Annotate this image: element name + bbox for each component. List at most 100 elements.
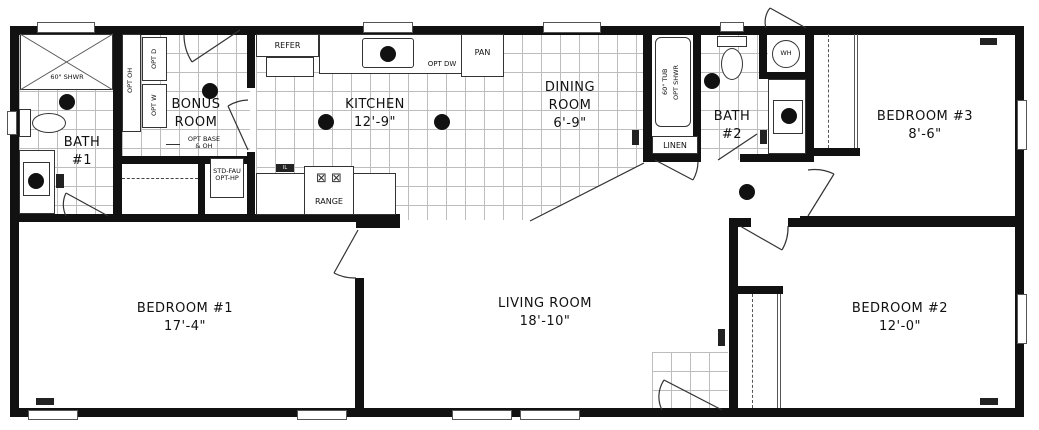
wh-label: WH [780,49,792,57]
exterior-wall-bottom [10,408,1023,417]
range [304,166,354,215]
living-switch-icon [718,329,725,346]
bonus-name: BONUS [171,97,221,112]
fau-label: STD-FAU OPT-HP [213,167,241,182]
il-label: IL [282,165,288,171]
bed1-vent-icon [36,398,54,405]
window [520,410,580,420]
refrigerator-body [266,57,314,77]
opt-base-label: OPT BASE & OH [187,135,221,150]
hall-closet-shelf [122,178,198,179]
dining-size: 6'-9" [553,116,587,131]
bath1-label: BATH #1 [60,134,104,170]
bed2-closet-rod [752,294,753,408]
window [28,410,78,420]
wall-bed3-left [805,26,814,162]
kitchen-light-icon [318,114,334,130]
wall-dining-right [643,26,652,162]
bedroom1-name: BEDROOM #1 [136,301,234,316]
wall-wh-bottom [759,72,809,79]
range-burners-icon: ⊠ ⊠ [316,171,342,186]
wall-bonus-bottom [122,156,250,164]
bath2-name: BATH [713,109,751,124]
bath2-light-icon [704,73,720,89]
sink-drain-icon [380,46,396,62]
bonus-light-icon [202,83,218,99]
bedroom3-name: BEDROOM #3 [876,109,974,124]
living-room-label: LIVING ROOM 18'-10" [480,295,610,331]
hall-light-icon [739,184,755,200]
bath2-toilet-tank [717,36,747,47]
exterior-wall-top [10,26,1023,35]
wall-wh-left [759,26,767,76]
bath2-sink-icon [781,108,797,124]
dining-suffix: ROOM [548,98,592,113]
wall-bed2-closet-top [738,286,783,294]
toilet-tank [19,109,31,137]
window [37,22,95,33]
bedroom2-label: BEDROOM #2 12'-0" [840,300,960,336]
pan-label: PAN [474,48,491,57]
bath2-label: BATH #2 [712,108,752,144]
bathtub [655,37,691,127]
bed2-vent-icon [980,398,998,405]
kitchen-name: KITCHEN [345,97,405,112]
bedroom3-size: 8'-6" [908,127,942,142]
refrigerator [256,34,319,57]
refer-label: REFER [274,41,301,50]
toilet-bowl [32,113,66,133]
range-label: RANGE [315,197,343,206]
bedroom3-label: BEDROOM #3 8'-6" [870,108,980,144]
opt-dryer [142,37,167,81]
wall-linen-bottom [643,154,699,162]
wall-bonus-right-upper [247,26,255,88]
window [1017,100,1027,150]
bed3-closet-rod [828,34,829,148]
dining-label: DINING ROOM 6'-9" [530,79,610,133]
window [452,410,512,420]
water-heater [772,40,800,68]
bed3-vent-icon [980,38,997,45]
il-badge [276,164,294,172]
bedroom1-label: BEDROOM #1 17'-4" [125,300,245,336]
wall-bed3-closet-bottom [814,148,860,156]
wall-bonus-right-lower [247,152,255,222]
shower-label: 60" SHWR [50,73,84,81]
pantry [461,34,504,77]
wall-bath2-bottom [740,154,808,162]
bonus-suffix: ROOM [174,115,218,130]
bedroom2-size: 12'-0" [878,319,922,334]
bed3-closet-door [854,34,858,148]
wall-tub-right [693,26,701,162]
bonus-room-label: BONUS ROOM [165,96,227,132]
window [7,111,17,135]
bath2-toilet-bowl [721,48,743,80]
wall-bath1-right [113,26,122,222]
dining-name: DINING [544,80,596,95]
dining-switch-icon [632,130,639,145]
bath1-switch-icon [56,174,64,188]
wall-bed2-top [788,218,1024,227]
bedroom1-size: 17'-4" [163,319,207,334]
kitchen-size: 12'-9" [353,115,397,130]
opt-dw-label: OPT DW [427,60,457,68]
bath2-suffix: #2 [721,127,743,142]
window [720,22,744,32]
bath2-switch-icon [760,130,767,144]
wall-bedroom1-right-lower [355,278,364,417]
bedroom2-name: BEDROOM #2 [851,301,949,316]
wall-bed2-left [729,218,738,417]
bath2-tile-floor [700,34,768,160]
window [1017,294,1027,344]
bath1-light-icon [59,94,75,110]
bath1-sink-icon [28,173,44,189]
arrow-icon [166,144,180,145]
kitchen-light-icon [434,114,450,130]
opt-washer [142,84,167,128]
living-name: LIVING ROOM [498,296,592,311]
window [543,22,601,33]
